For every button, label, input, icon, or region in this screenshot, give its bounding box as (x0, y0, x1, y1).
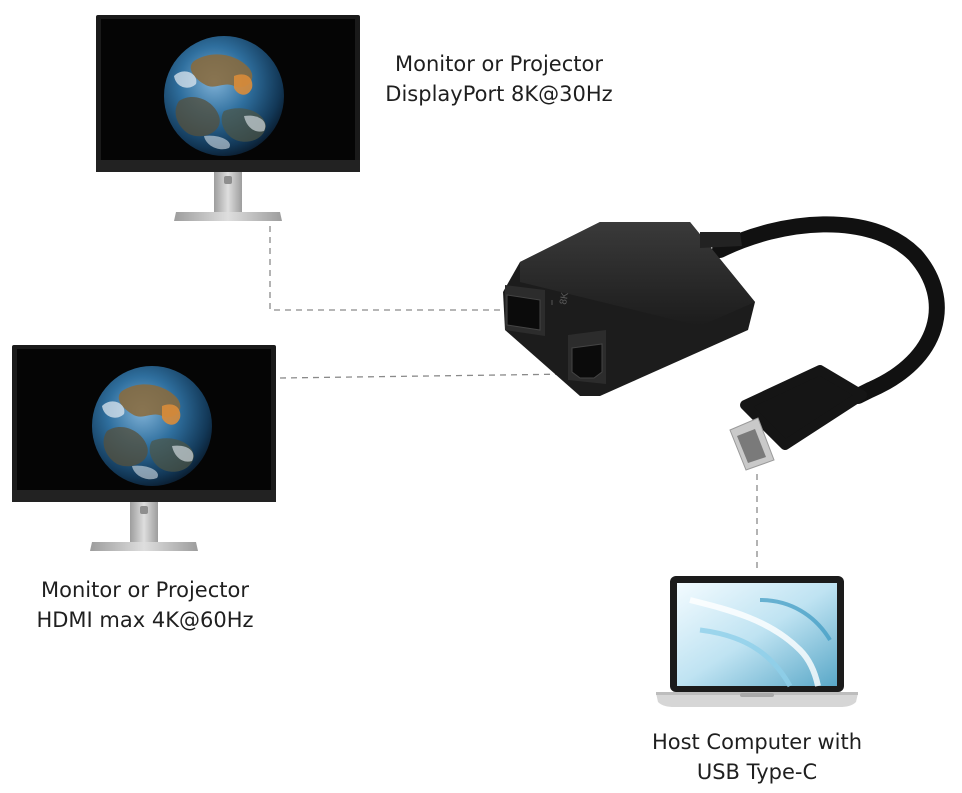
dp-connection-line (269, 226, 506, 311)
earth-image (164, 36, 284, 156)
host-computer-label: Host Computer with USB Type-C (616, 727, 898, 787)
laptop-icon (656, 576, 858, 707)
hdmi-label-line-1: Monitor or Projector (41, 578, 249, 602)
hdmi-monitor-label: Monitor or Projector HDMI max 4K@60Hz (10, 575, 280, 635)
host-label-line-2: USB Type-C (696, 760, 818, 784)
monitor-icon (96, 15, 360, 221)
hdmi-port (571, 343, 603, 379)
displayport-port (506, 294, 541, 331)
hdmi-connection-line (279, 373, 575, 379)
dp-label-line-1: Monitor or Projector (395, 52, 603, 76)
displayport-monitor-label: Monitor or Projector DisplayPort 8K@30Hz (358, 49, 640, 109)
earth-image (92, 366, 212, 486)
monitor-icon (12, 345, 276, 551)
usb-c-cable (712, 216, 945, 404)
dp-label-line-2: DisplayPort 8K@30Hz (385, 82, 613, 106)
host-label-line-1: Host Computer with (651, 730, 863, 754)
port-marking-8k: 8K (558, 291, 571, 305)
hdmi-label-line-2: HDMI max 4K@60Hz (36, 608, 254, 632)
usb-c-adapter: 8K (503, 222, 755, 396)
usb-c-plug (729, 365, 867, 471)
connection-lines (269, 226, 758, 572)
